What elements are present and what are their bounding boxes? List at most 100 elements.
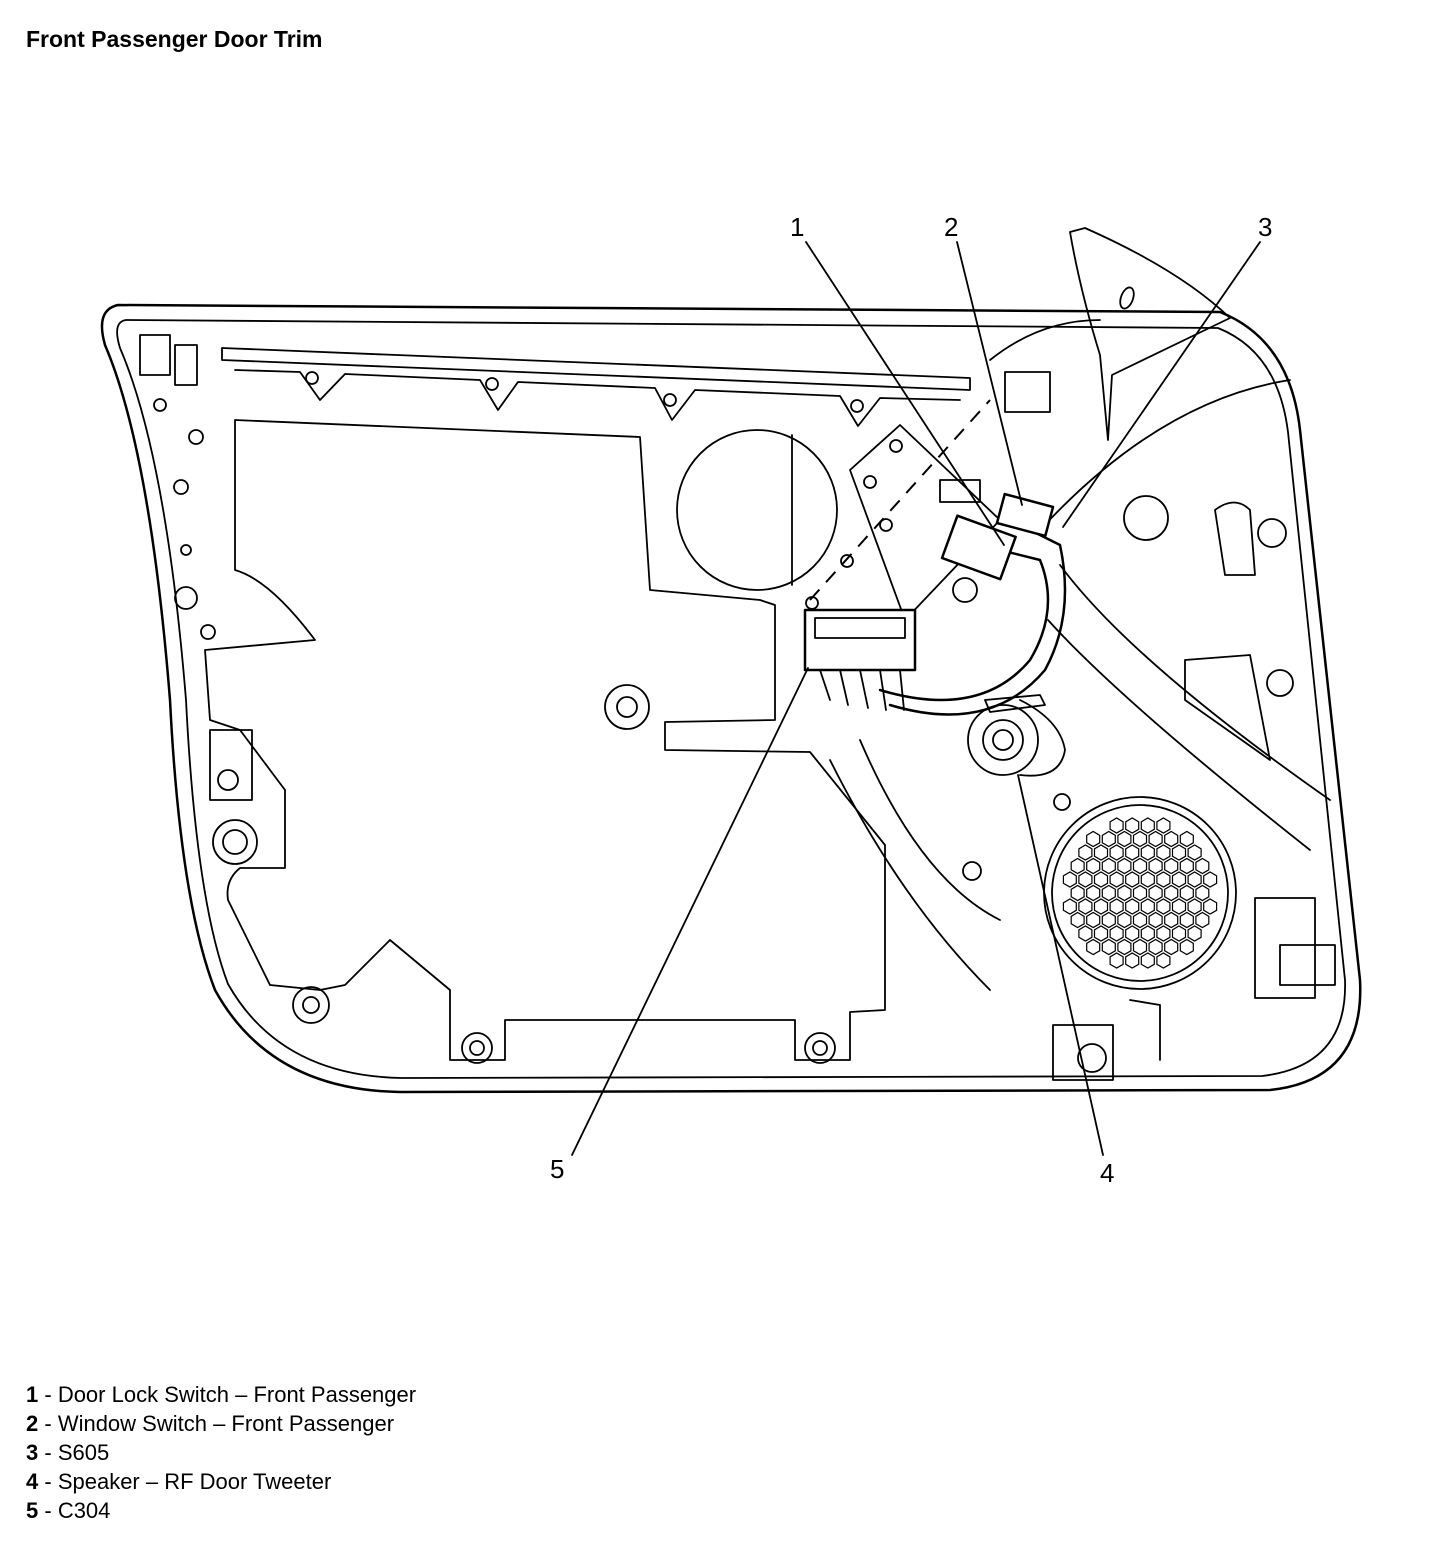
grille-hole [1125,898,1140,915]
legend-separator: - [38,1411,58,1436]
legend-item-5: 5 - C304 [26,1496,416,1525]
lower-right-fasteners [1052,897,1336,1081]
legend-label: Speaker – RF Door Tweeter [57,1469,332,1494]
grille-hole [1086,830,1101,848]
round-opening [676,429,838,591]
grille-hole [1132,911,1148,929]
door-panel-outline [100,303,1362,1094]
callout-4: 4 [1100,1158,1114,1188]
grille-hole [1179,938,1194,956]
grille-hole [1125,817,1140,834]
grille-hole [1093,844,1109,861]
callout-numbers: 1 2 3 4 5 [550,212,1272,1188]
legend-separator: - [38,1498,58,1523]
grille-hole [1117,938,1132,956]
grille-hole [1140,817,1155,834]
legend-number: 3 [26,1440,39,1465]
grille-hole [1078,925,1093,942]
grille-hole [1078,898,1093,915]
mirror-flag [989,227,1231,441]
grille-hole [1164,857,1179,875]
grille-hole [1109,844,1124,861]
grille-hole [1093,898,1109,915]
grille-hole [1125,871,1140,888]
grille-hole [1117,911,1132,929]
grille-hole [1164,830,1179,848]
grille-hole [1195,857,1210,875]
leader-line-3 [1062,241,1261,528]
callout-3: 3 [1258,212,1272,242]
grille-hole [1125,844,1140,861]
grille-hole [1132,938,1148,956]
grille-hole [1179,884,1194,902]
grille-hole [1132,857,1148,875]
grille-hole [1179,830,1194,848]
tweeter [967,704,1039,776]
legend-separator: - [38,1382,58,1407]
door-lock-switch-connector [940,514,1017,581]
grille-hole [1070,911,1085,929]
grille-hole [1171,898,1187,915]
grille-hole [1132,830,1148,848]
grille-hole [1187,871,1202,888]
grille-hole [1156,844,1171,861]
grille-hole [1203,871,1218,888]
inner-panel [204,419,886,1064]
grille-hole [1148,911,1163,929]
grille-hole [1078,844,1093,861]
grille-hole [1164,911,1179,929]
grille-hole [1101,830,1116,848]
grille-hole [1179,857,1194,875]
grille-hole [1109,871,1124,888]
grille-hole [1195,884,1210,902]
grille-hole [1117,857,1132,875]
grille-hole [1195,911,1210,929]
leader-line-5 [571,667,809,1156]
grille-hole [1062,871,1077,888]
legend-item-3: 3 - S605 [26,1438,416,1467]
upper-rail [221,347,971,427]
legend-number: 4 [26,1469,39,1494]
leader-line-4 [1017,774,1104,1156]
legend-label: Window Switch – Front Passenger [57,1411,395,1436]
callout-2: 2 [944,212,958,242]
grille-hole [1203,898,1218,915]
legend-number: 5 [26,1498,39,1523]
grille-hole [1171,844,1187,861]
grille-hole [1101,911,1116,929]
callout-5: 5 [550,1154,564,1184]
callout-1: 1 [790,212,804,242]
grille-hole [1140,871,1155,888]
callout-legend: 1 - Door Lock Switch – Front Passenger 2… [26,1380,416,1525]
grille-hole [1187,898,1202,915]
grille-hole [1086,884,1101,902]
grille-hole [1156,898,1171,915]
grille-hole [1093,925,1109,942]
grille-hole [1156,952,1171,969]
grille-hole [1086,857,1101,875]
grille-hole [1125,925,1140,942]
leader-line-1 [805,241,1005,546]
legend-number: 1 [26,1382,39,1407]
grille-hole [1156,871,1171,888]
grille-hole [1140,844,1155,861]
grille-hole [1109,952,1124,969]
grille-hole [1109,925,1124,942]
grille-hole [1171,871,1187,888]
grille-hole [1101,857,1116,875]
leader-line-2 [956,241,1023,506]
legend-label: C304 [57,1498,111,1523]
legend-item-4: 4 - Speaker – RF Door Tweeter [26,1467,416,1496]
grille-hole [1156,817,1171,834]
grille-hole [1148,830,1163,848]
grille-hole [1086,911,1101,929]
grille-hole [1117,830,1132,848]
grille-hole [1187,925,1202,942]
legend-item-2: 2 - Window Switch – Front Passenger [26,1409,416,1438]
grille-hole [1132,884,1148,902]
legend-label: Door Lock Switch – Front Passenger [57,1382,417,1407]
diagonal-bracket [805,399,1001,621]
left-fasteners [139,334,258,865]
grille-hole [1093,871,1109,888]
grille-hole [1164,938,1179,956]
